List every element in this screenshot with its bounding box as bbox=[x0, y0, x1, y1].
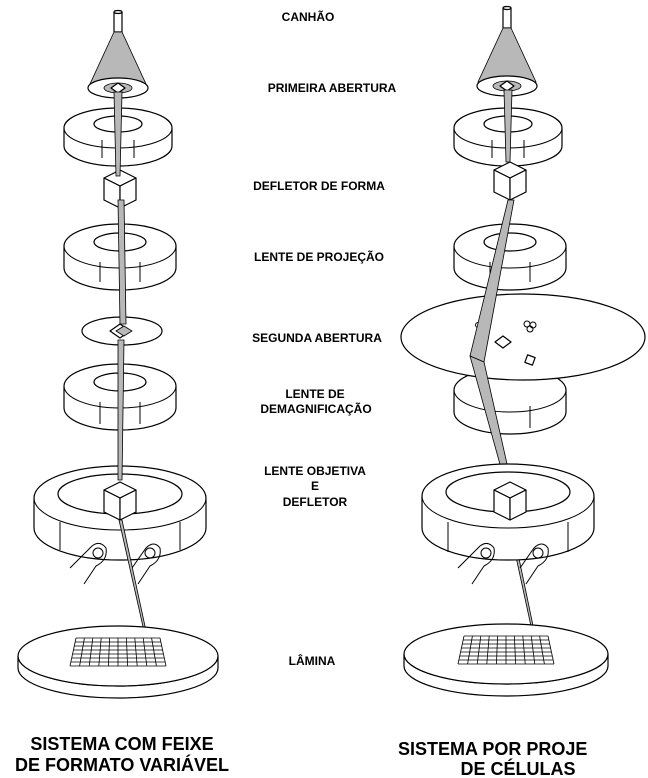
right-stencil-plate-icon bbox=[401, 294, 645, 380]
captions: SISTEMA COM FEIXE DE FORMATO VARIÁVEL SI… bbox=[15, 734, 587, 778]
right-lens-2-icon bbox=[454, 224, 566, 290]
caption-right-line-2: DE CÉLULAS bbox=[460, 758, 575, 778]
label-lente-demag-1: LENTE DE bbox=[285, 387, 344, 401]
left-gun-icon bbox=[90, 11, 146, 85]
caption-right-line-1: SISTEMA POR PROJE bbox=[398, 739, 587, 759]
caption-left-line-1: SISTEMA COM FEIXE bbox=[30, 734, 213, 754]
right-shape-deflector-icon bbox=[494, 162, 526, 200]
label-lamina: LÂMINA bbox=[289, 653, 336, 668]
label-lente-projecao: LENTE DE PROJEÇÃO bbox=[254, 249, 384, 264]
right-system bbox=[401, 7, 645, 697]
label-defletor-forma: DEFLETOR DE FORMA bbox=[253, 179, 385, 193]
left-wafer-icon bbox=[18, 626, 218, 698]
label-lente-obj-2: E bbox=[311, 479, 319, 493]
right-gun-icon bbox=[478, 7, 536, 83]
right-objective-lens-icon bbox=[422, 464, 594, 560]
label-canhao: CANHÃO bbox=[282, 9, 335, 24]
caption-left-line-2: DE FORMATO VARIÁVEL bbox=[15, 754, 229, 775]
label-lente-demag-2: DEMAGNIFICAÇÃO bbox=[260, 401, 371, 416]
label-segunda-abertura: SEGUNDA ABERTURA bbox=[252, 331, 382, 345]
left-system bbox=[18, 11, 218, 699]
label-primeira-abertura: PRIMEIRA ABERTURA bbox=[268, 81, 397, 95]
right-wafer-icon bbox=[404, 624, 608, 696]
label-lente-obj-3: DEFLETOR bbox=[283, 495, 348, 509]
stage-labels: CANHÃO PRIMEIRA ABERTURA DEFLETOR DE FOR… bbox=[252, 9, 396, 668]
label-lente-obj-1: LENTE OBJETIVA bbox=[264, 464, 366, 478]
